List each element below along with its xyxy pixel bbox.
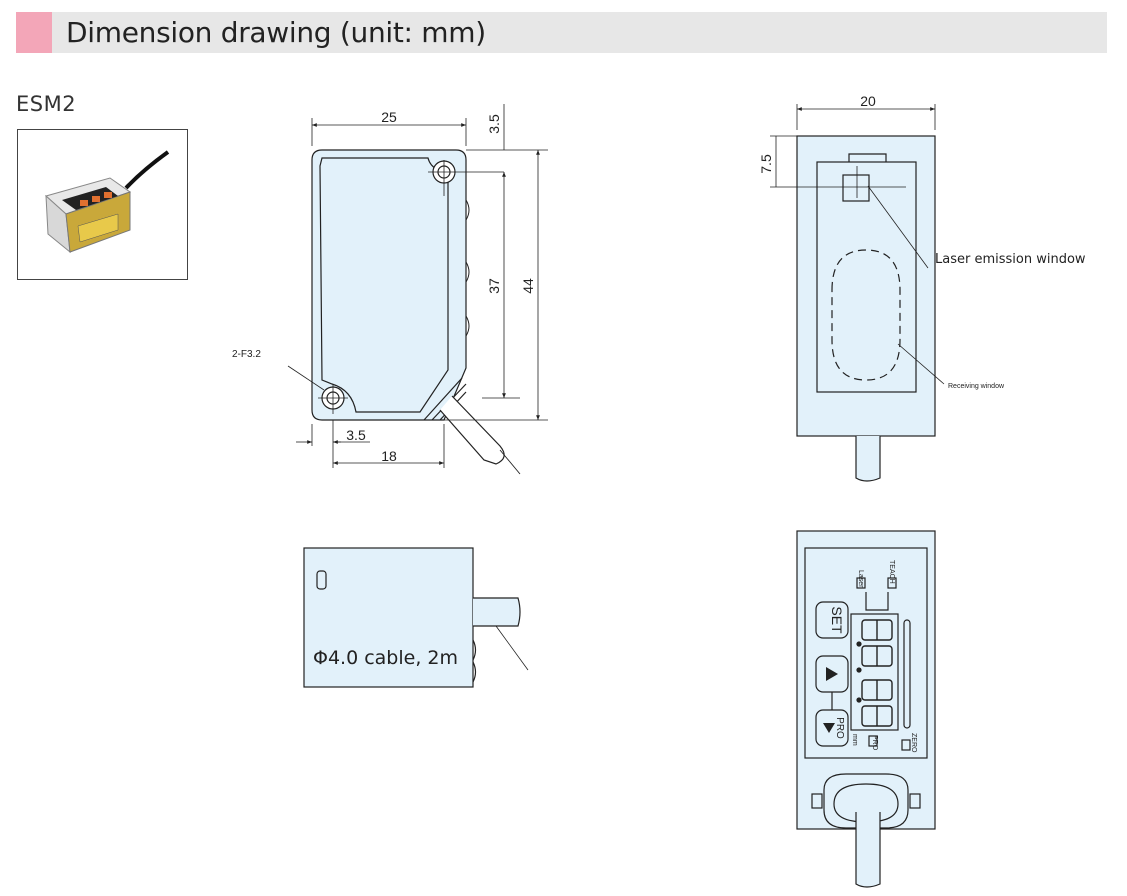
page-title: Dimension drawing (unit: mm) (66, 16, 486, 49)
pro-led-label: PRO (871, 735, 878, 751)
panel-view (796, 530, 936, 888)
hole-callout: 2-F3.2 (232, 349, 261, 360)
header-accent (16, 12, 52, 53)
bottom-view (303, 547, 529, 688)
dim-bottom-18: 18 (381, 448, 397, 464)
cable-label: Φ4.0 cable, 2m (313, 647, 458, 669)
front-view (287, 104, 548, 475)
set-button-label: SET (829, 606, 845, 634)
play-icon (826, 667, 838, 681)
pro-button-label: PRO (834, 717, 845, 739)
dim-hole-top-3-5: 3.5 (486, 114, 502, 134)
receiving-window-label: Receiving window (948, 383, 1005, 390)
dim-side-width-20: 20 (860, 93, 876, 109)
dim-window-offset-7-5: 7.5 (758, 154, 774, 174)
dim-hole-side-3-5: 3.5 (346, 427, 366, 443)
down-arrow-icon (823, 723, 835, 733)
product-photo (17, 129, 188, 280)
dim-height-37: 37 (486, 278, 502, 294)
side-view (770, 104, 945, 482)
zero-led-label: ZERO (910, 733, 917, 753)
unit-label: mm (851, 734, 858, 746)
dim-width-25: 25 (381, 109, 397, 125)
laser-emission-window-label: Laser emission window (935, 252, 1086, 267)
section-header: Dimension drawing (unit: mm) (16, 12, 1107, 53)
sensor-photo-icon (44, 150, 170, 254)
teach-led-label: TEACH (888, 560, 895, 584)
model-name: ESM2 (16, 92, 77, 116)
dim-height-44: 44 (520, 278, 536, 294)
laser-led-label: Laser (857, 570, 864, 588)
